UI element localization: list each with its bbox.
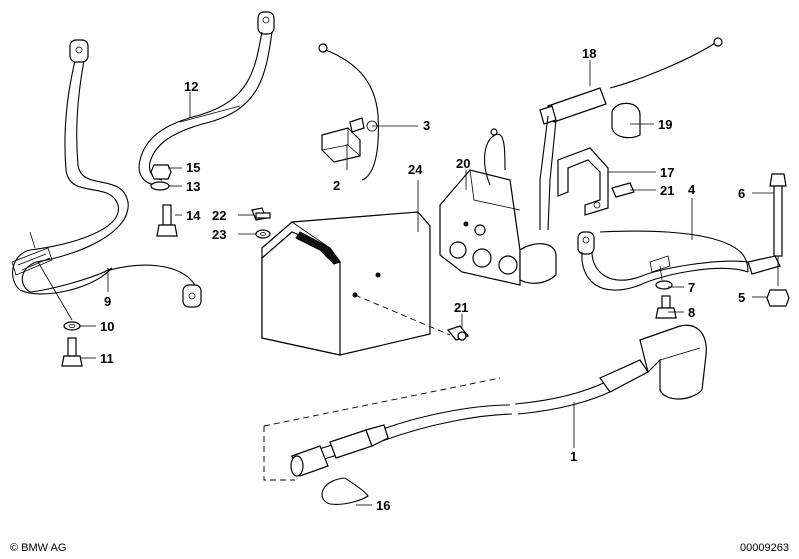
bolt-6-nut-5 <box>766 173 790 307</box>
part-label-15: 15 <box>186 160 200 175</box>
part-label-7: 7 <box>688 280 695 295</box>
part-label-14: 14 <box>186 208 201 223</box>
ignition-coil-24 <box>261 211 451 356</box>
part-label-16: 16 <box>376 498 390 513</box>
bolt-22-washer-23 <box>251 207 271 239</box>
part-label-6: 6 <box>738 186 745 201</box>
leader-lines <box>80 60 774 506</box>
part-labels: 12 2 3 24 20 18 19 17 21 4 6 7 5 8 15 13… <box>100 46 745 513</box>
bracket-17 <box>557 147 635 216</box>
part-label-19: 19 <box>658 117 672 132</box>
part-label-4: 4 <box>688 182 696 197</box>
part-label-9: 9 <box>104 294 111 309</box>
copyright-text: © BMW AG <box>10 542 66 554</box>
part-label-1: 1 <box>570 449 577 464</box>
part-label-12: 12 <box>184 79 198 94</box>
ground-strap-left <box>11 39 202 367</box>
ignition-lead-1 <box>263 324 707 505</box>
part-label-20: 20 <box>456 156 470 171</box>
drawing-number: 00009263 <box>740 542 789 554</box>
part-label-13: 13 <box>186 179 200 194</box>
ground-strap-4 <box>577 230 781 319</box>
sensor-18 <box>539 37 723 231</box>
part-label-3: 3 <box>423 118 430 133</box>
part-label-22: 22 <box>212 208 226 223</box>
part-label-21-upper: 21 <box>660 183 674 198</box>
part-label-5: 5 <box>738 290 745 305</box>
part-label-2: 2 <box>333 178 340 193</box>
condenser-2-3 <box>318 43 379 181</box>
screw-21-lower <box>446 325 470 341</box>
bracket-20 <box>439 128 557 286</box>
part-label-10: 10 <box>100 319 114 334</box>
part-label-11: 11 <box>100 351 114 366</box>
part-label-23: 23 <box>212 227 226 242</box>
ground-strap-12 <box>138 11 275 237</box>
part-label-18: 18 <box>582 46 596 61</box>
part-label-17: 17 <box>660 165 674 180</box>
part-label-21-lower: 21 <box>454 300 468 315</box>
part-label-8: 8 <box>688 305 695 320</box>
part-label-24: 24 <box>408 162 423 177</box>
